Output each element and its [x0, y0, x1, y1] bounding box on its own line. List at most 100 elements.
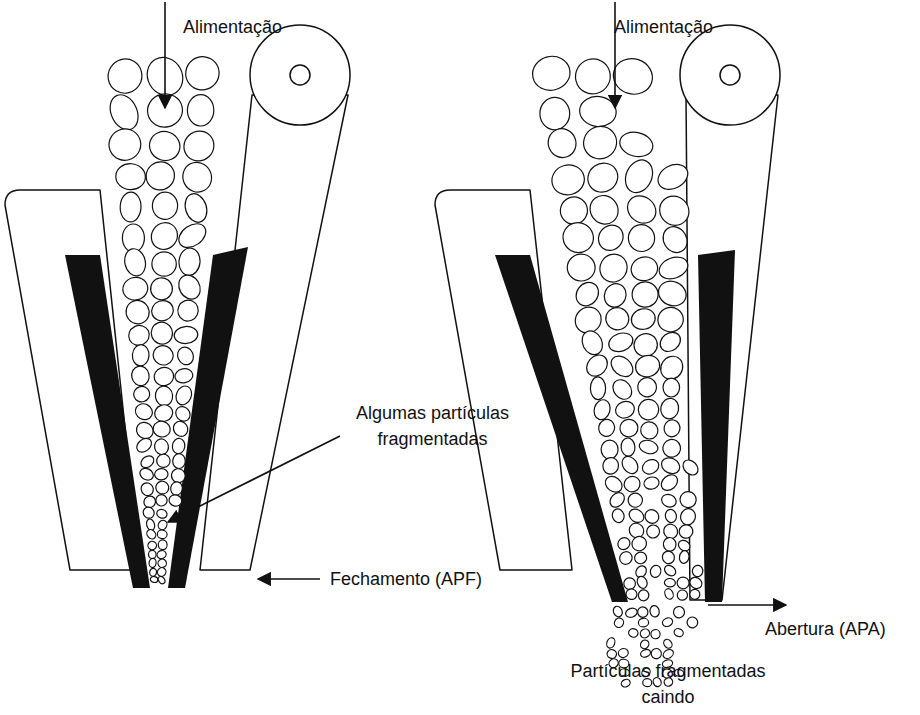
- rock-particle: [639, 638, 651, 650]
- rock-particle: [663, 378, 680, 397]
- rock-particle: [625, 587, 639, 600]
- rock-particle: [569, 53, 617, 101]
- moving-jaw-body: [686, 95, 778, 600]
- rock-particle: [157, 519, 169, 532]
- rock-particle: [578, 328, 606, 359]
- rock-particle: [673, 627, 685, 638]
- rock-particle: [592, 398, 613, 422]
- rock-particle: [663, 418, 682, 438]
- rock-particle: [663, 537, 677, 552]
- rock-particle: [104, 124, 145, 165]
- rock-particle: [141, 505, 157, 521]
- rock-particle: [686, 616, 699, 629]
- rock-particle: [607, 352, 637, 381]
- callout-label: Algumas partículas fragmentadas: [345, 400, 520, 452]
- rock-particle: [151, 419, 172, 439]
- rock-particle: [675, 588, 689, 602]
- rock-particle: [140, 156, 180, 196]
- rock-particle: [174, 367, 194, 384]
- rock-particle: [152, 365, 176, 388]
- feed-arrow: [164, 2, 166, 108]
- rock-particle: [582, 351, 611, 381]
- rock-particle: [617, 647, 629, 658]
- rock-particle: [631, 281, 659, 308]
- rock-particle: [601, 440, 619, 460]
- rock-particle: [134, 436, 154, 455]
- rock-particle: [168, 493, 183, 507]
- rock-particle: [659, 436, 683, 461]
- rock-particle: [132, 384, 152, 404]
- rock-particle: [152, 192, 179, 220]
- rock-particle: [678, 550, 689, 564]
- rock-particle: [153, 479, 171, 496]
- rock-particle: [664, 578, 676, 587]
- rock-particle: [148, 550, 157, 559]
- rock-particle: [660, 492, 678, 509]
- rock-particle: [539, 97, 570, 130]
- rock-particle: [122, 247, 148, 278]
- rock-particle: [635, 375, 659, 399]
- rock-particle: [156, 549, 168, 560]
- rock-particle: [626, 222, 657, 253]
- jaw-liner: [168, 247, 248, 588]
- rock-particle: [649, 605, 660, 618]
- rock-particle: [633, 353, 662, 380]
- rock-particle: [659, 455, 683, 477]
- rock-particle: [642, 507, 661, 526]
- rock-particle: [644, 523, 661, 540]
- rock-particle: [173, 454, 186, 469]
- rock-particle: [662, 563, 677, 578]
- rock-particle: [620, 437, 635, 456]
- rock-particle: [139, 453, 156, 470]
- rock-particle: [688, 587, 702, 601]
- rock-particle: [638, 438, 660, 455]
- rock-particle: [627, 492, 644, 509]
- rock-particle: [138, 466, 156, 482]
- jaw-liner: [698, 250, 735, 602]
- rock-particle: [597, 418, 617, 439]
- rock-particle: [593, 220, 628, 255]
- jaw-liner: [495, 255, 628, 602]
- rock-particle: [149, 298, 176, 324]
- rock-particle: [146, 218, 183, 255]
- rock-particle: [679, 507, 698, 527]
- rock-particle: [609, 376, 635, 403]
- rock-particle: [120, 192, 142, 223]
- rock-particle: [662, 638, 674, 650]
- rock-particle: [655, 277, 690, 310]
- rock-particle: [154, 468, 168, 480]
- rock-particle: [628, 628, 639, 639]
- feed-label: Alimentação: [614, 14, 713, 40]
- rock-particle: [145, 528, 158, 541]
- rock-particle: [595, 249, 632, 287]
- rock-particle: [548, 161, 587, 198]
- rock-particle: [662, 648, 675, 661]
- rock-particle: [578, 94, 618, 128]
- rock-particle: [156, 454, 170, 468]
- rock-particle: [601, 455, 621, 476]
- rock-particle: [603, 305, 631, 333]
- rock-particle: [639, 627, 652, 639]
- rock-particle: [636, 397, 662, 423]
- rock-particle: [146, 540, 158, 552]
- rock-particle: [627, 506, 647, 525]
- feed-label: Alimentação: [183, 14, 282, 40]
- rock-particle: [148, 319, 176, 347]
- rock-particle: [606, 330, 635, 355]
- rock-particle: [613, 616, 625, 629]
- rock-particle: [691, 564, 704, 577]
- rock-particle: [133, 401, 156, 423]
- rock-particle: [622, 190, 661, 229]
- rock-particle: [679, 491, 696, 508]
- shaft-center: [290, 65, 310, 85]
- rock-particle: [619, 418, 639, 437]
- rock-particle: [132, 344, 150, 366]
- rock-particle: [629, 306, 657, 332]
- rock-particle: [637, 418, 661, 442]
- rock-particle: [640, 457, 662, 477]
- rock-particle: [622, 474, 643, 495]
- rock-particle: [663, 587, 675, 600]
- rock-particle: [145, 127, 184, 165]
- rock-particle: [139, 481, 155, 498]
- rock-particle: [150, 576, 158, 583]
